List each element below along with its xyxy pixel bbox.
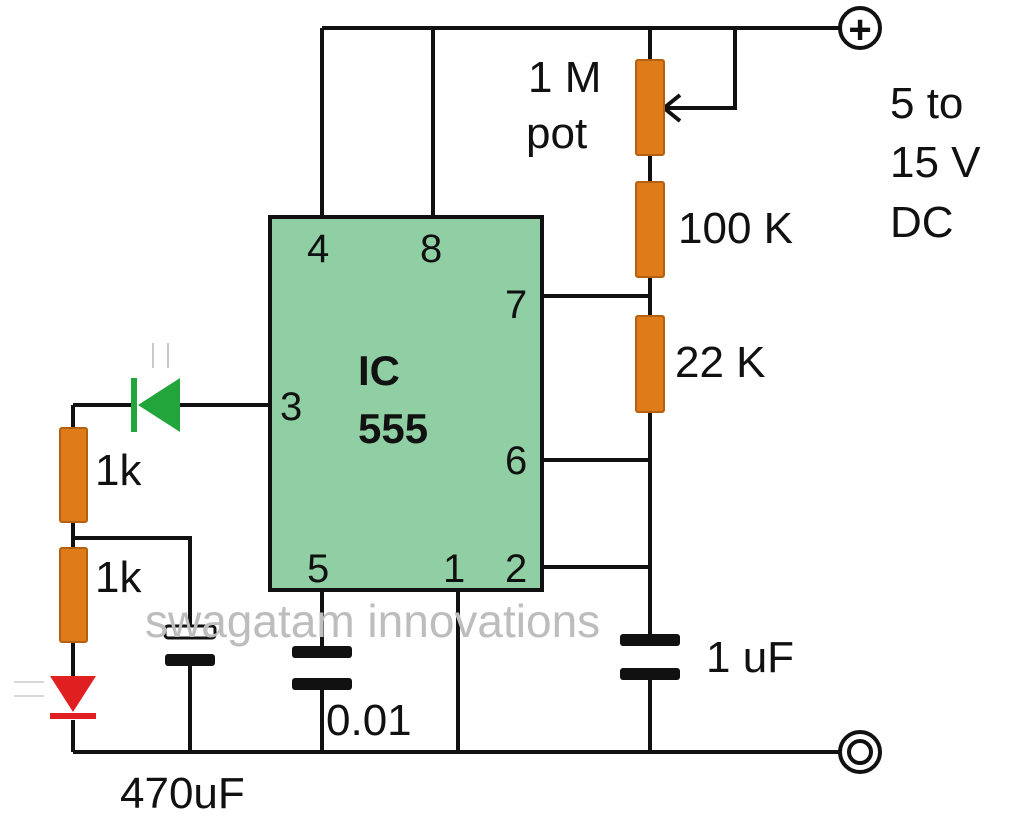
- wires: [71, 26, 840, 754]
- capacitor-1uf: [620, 634, 680, 680]
- pin-2-label: 2: [505, 547, 527, 591]
- label-1uf: 1 uF: [706, 633, 794, 682]
- label-001: 0.01: [326, 696, 412, 745]
- label-pot-line2: pot: [526, 109, 587, 158]
- ic-555-body: [268, 215, 544, 592]
- label-pot-line1: 1 M: [528, 53, 601, 102]
- positive-symbol: +: [848, 8, 871, 52]
- resistor-1k-top: [59, 427, 88, 523]
- label-supply-line1: 5 to: [890, 79, 963, 128]
- label-470uf: 470uF: [120, 769, 245, 818]
- label-1k-top: 1k: [95, 446, 142, 495]
- capacitor-001: [292, 646, 352, 690]
- ic-label-line1: IC: [358, 347, 400, 394]
- label-100k: 100 K: [678, 204, 793, 253]
- resistor-100k: [635, 181, 665, 278]
- positive-terminal: +: [838, 6, 882, 52]
- watermark: swagatam innovations: [145, 595, 600, 647]
- wire-470uf-top: [73, 536, 192, 628]
- ic-label-line2: 555: [358, 405, 428, 452]
- green-led: [131, 343, 180, 432]
- pin-1-label: 1: [443, 547, 465, 591]
- capacitor-470uf: [163, 624, 217, 666]
- pot-wiper: [664, 28, 737, 110]
- ground-terminal: [838, 730, 882, 774]
- pin-7-label: 7: [505, 283, 527, 327]
- pin-4-label: 4: [307, 227, 329, 271]
- pin-3-label: 3: [280, 385, 302, 429]
- resistor-1m-pot: [635, 59, 665, 156]
- resistor-1k-bottom: [59, 547, 88, 643]
- resistor-22k: [635, 315, 665, 413]
- label-22k: 22 K: [675, 338, 766, 387]
- label-supply-line3: DC: [890, 198, 954, 247]
- label-supply-line2: 15 V: [890, 138, 981, 187]
- label-1k-bottom: 1k: [95, 553, 142, 602]
- pin-8-label: 8: [420, 227, 442, 271]
- pin-6-label: 6: [505, 439, 527, 483]
- pin-5-label: 5: [307, 547, 329, 591]
- red-led: [14, 676, 96, 719]
